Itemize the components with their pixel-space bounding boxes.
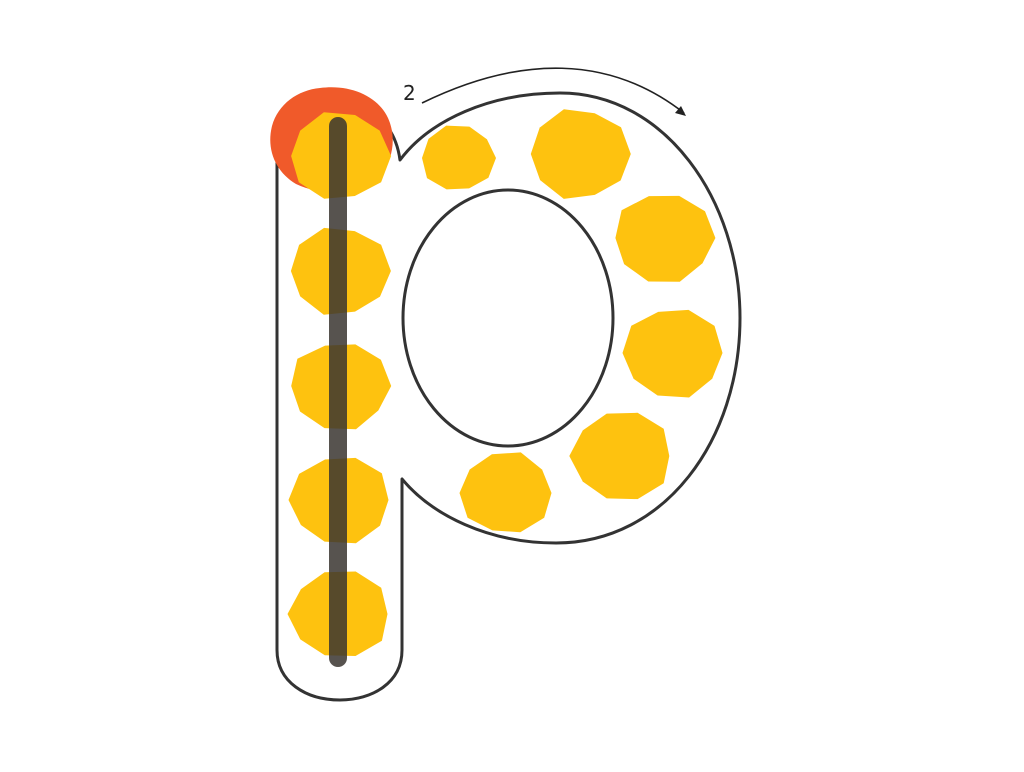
step-number-label: 2 xyxy=(403,81,416,105)
arrow-right-icon xyxy=(421,67,686,116)
bowl-dot[interactable] xyxy=(530,109,631,199)
direction-arrow-curve xyxy=(421,67,685,114)
direction-arrow-head xyxy=(675,106,686,116)
bowl-dot[interactable] xyxy=(615,195,716,282)
bowl-dot[interactable] xyxy=(569,412,670,500)
bowl-dot[interactable] xyxy=(422,125,496,190)
bowl-dot[interactable] xyxy=(459,452,552,533)
letter-p-bowl-hole xyxy=(401,188,615,448)
bowl-dot[interactable] xyxy=(622,309,723,398)
